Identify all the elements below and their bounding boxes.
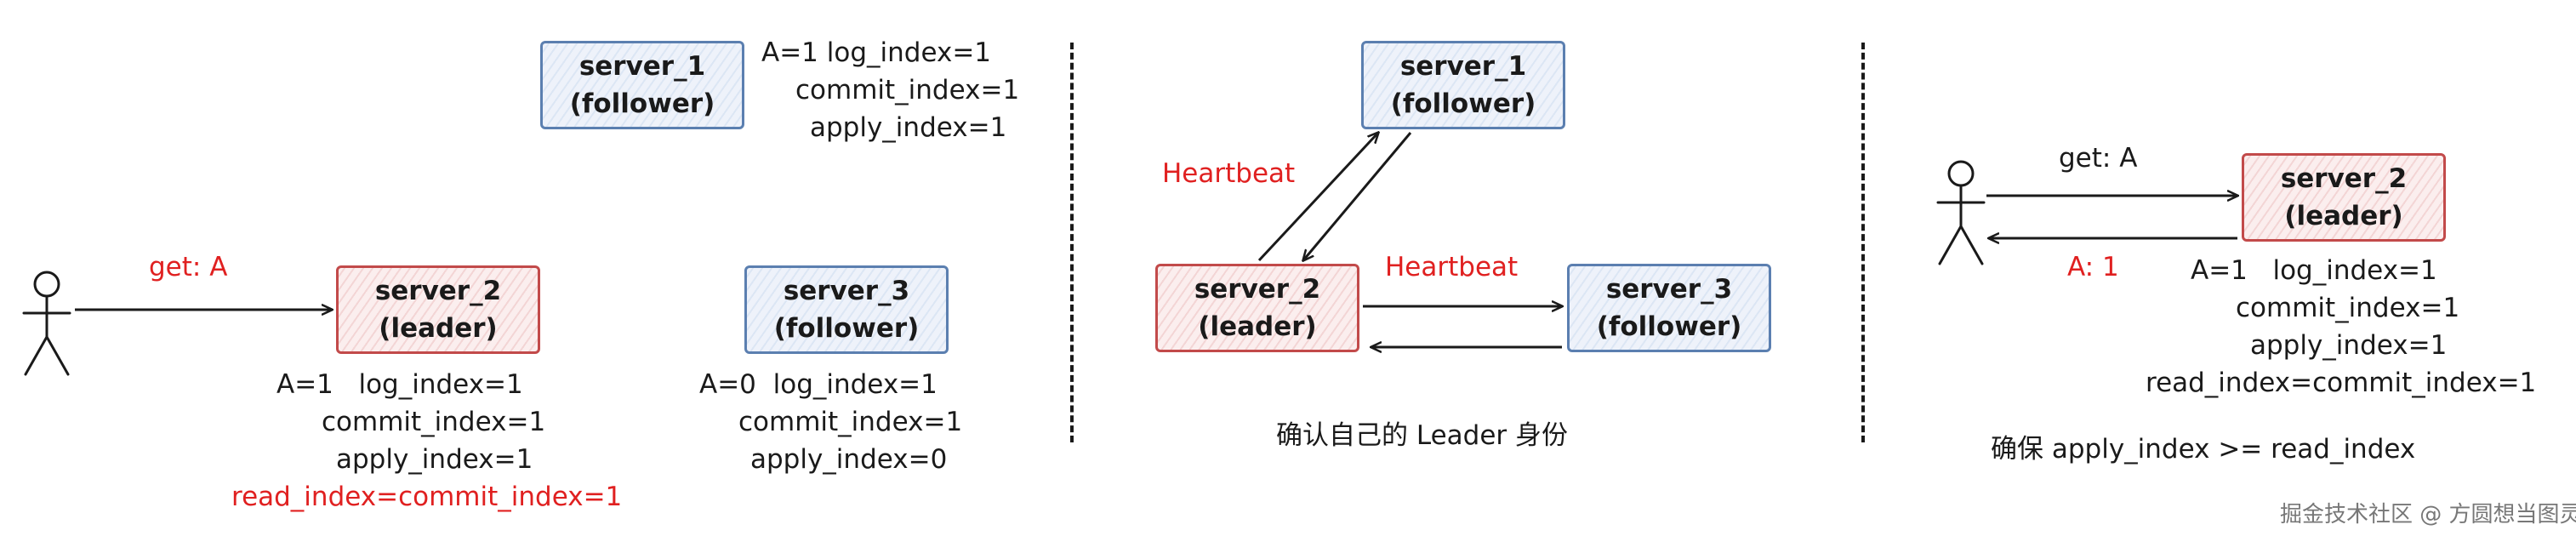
- p1-server-3-log: A=0 log_index=1: [699, 369, 938, 400]
- p2-server-1-node: server_1 (follower): [1361, 41, 1565, 129]
- p3-request-label: get: A: [2059, 143, 2138, 174]
- p1-server-3-node: server_3 (follower): [744, 265, 949, 354]
- p3-read-index: read_index=commit_index=1: [2146, 368, 2537, 398]
- p3-server-2-log: A=1 log_index=1: [2191, 255, 2437, 286]
- p3-server-2-commit: commit_index=1: [2236, 293, 2460, 323]
- client-actor-icon: [22, 271, 71, 376]
- p1-server-3-role: (follower): [773, 313, 920, 344]
- p1-server-2-role: (leader): [379, 313, 498, 344]
- p2-caption: 确认自己的 Leader 身份: [1276, 420, 1568, 451]
- p3-server-2-apply: apply_index=1: [2250, 330, 2448, 361]
- p2-server-3-role: (follower): [1596, 311, 1742, 342]
- p1-server-1-apply: apply_index=1: [810, 112, 1007, 143]
- p3-response-label: A: 1: [2067, 252, 2119, 282]
- p1-server-1-log: A=1 log_index=1: [761, 37, 992, 68]
- p3-caption: 确保 apply_index >= read_index: [1991, 434, 2416, 465]
- p1-server-1-node: server_1 (follower): [540, 41, 744, 129]
- p1-server-3-commit: commit_index=1: [738, 407, 963, 437]
- p3-server-2-name: server_2: [2280, 163, 2408, 194]
- divider-right: [1861, 43, 1865, 442]
- p3-client-actor-icon: [1936, 160, 1986, 265]
- p1-server-2-node: server_2 (leader): [336, 265, 540, 354]
- p2-server-2-role: (leader): [1198, 311, 1317, 342]
- p1-server-2-apply: apply_index=1: [336, 444, 533, 475]
- p2-server-1-role: (follower): [1390, 88, 1536, 119]
- p2-server-3-name: server_3: [1605, 274, 1733, 305]
- heartbeat-label-up: Heartbeat: [1162, 158, 1296, 189]
- p1-read-index: read_index=commit_index=1: [231, 482, 623, 512]
- watermark: 掘金技术社区 @ 方圆想当图灵: [2280, 502, 2576, 527]
- p3-server-2-node: server_2 (leader): [2242, 153, 2446, 242]
- client-request-label: get: A: [149, 252, 228, 282]
- p2-server-3-node: server_3 (follower): [1567, 264, 1771, 352]
- p2-ack-down-arrow: [1303, 132, 1412, 260]
- heartbeat-label-right: Heartbeat: [1385, 252, 1519, 282]
- p2-heartbeat-up-arrow: [1257, 133, 1378, 262]
- p1-server-3-name: server_3: [783, 276, 910, 306]
- p1-server-2-name: server_2: [374, 276, 502, 306]
- p2-server-2-name: server_2: [1194, 274, 1321, 305]
- p1-server-1-role: (follower): [569, 88, 715, 119]
- p1-server-2-log: A=1 log_index=1: [276, 369, 523, 400]
- p2-server-1-name: server_1: [1399, 51, 1527, 82]
- p2-server-2-node: server_2 (leader): [1155, 264, 1359, 352]
- p3-server-2-role: (leader): [2284, 201, 2403, 231]
- divider-left: [1070, 43, 1074, 442]
- p1-server-1-commit: commit_index=1: [795, 75, 1020, 105]
- p1-server-3-apply: apply_index=0: [750, 444, 948, 475]
- p1-server-2-commit: commit_index=1: [322, 407, 546, 437]
- p1-server-1-name: server_1: [578, 51, 706, 82]
